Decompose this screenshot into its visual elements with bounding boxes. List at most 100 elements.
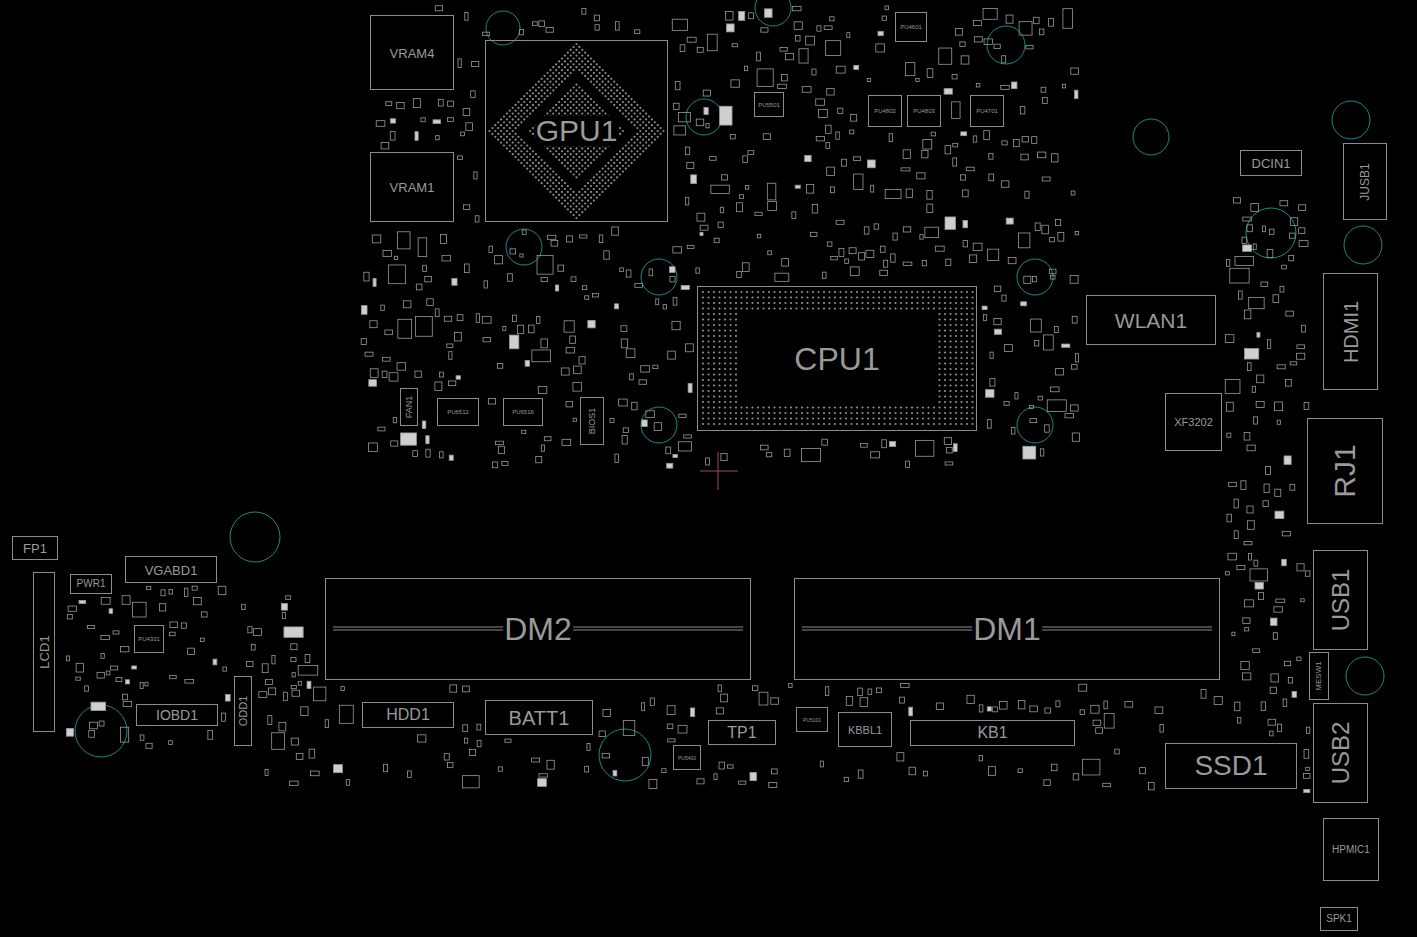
pad [625, 110, 627, 112]
pad [878, 417, 880, 419]
smd-part [987, 249, 998, 260]
pad [648, 115, 650, 117]
pad [955, 346, 957, 348]
smd-part [398, 232, 411, 249]
pad [526, 150, 528, 152]
pad [500, 124, 502, 126]
pad [823, 417, 825, 419]
pad [564, 200, 566, 202]
pad [567, 197, 569, 199]
pad [938, 329, 940, 331]
smd-part [1045, 425, 1050, 432]
pad [570, 101, 572, 103]
pad [662, 130, 664, 132]
pad [839, 302, 841, 304]
pad [515, 127, 517, 129]
smd-part [1243, 618, 1250, 624]
smd-part [376, 121, 385, 127]
pad [575, 55, 577, 57]
pad [883, 291, 885, 293]
pad [724, 346, 726, 348]
pad [856, 302, 858, 304]
pad [497, 127, 499, 129]
smd-part [836, 66, 845, 73]
pad [538, 81, 540, 83]
pad [633, 113, 635, 115]
pad [746, 296, 748, 298]
smd-part [994, 318, 1001, 324]
pad [971, 351, 973, 353]
pad [817, 307, 819, 309]
pad [735, 373, 737, 375]
pad [707, 357, 709, 359]
smd-part [836, 132, 839, 139]
pad [607, 168, 609, 170]
pad [561, 110, 563, 112]
pad [512, 142, 514, 144]
smd-part [604, 251, 609, 259]
smd-part [372, 235, 381, 243]
pad [960, 406, 962, 408]
smd-part [496, 441, 504, 444]
pad [801, 412, 803, 414]
pad [610, 176, 612, 178]
pad [834, 296, 836, 298]
smd-part [945, 462, 953, 465]
pad [790, 302, 792, 304]
pad [512, 113, 514, 115]
smd-part [610, 418, 614, 422]
pad [878, 291, 880, 293]
pad [625, 156, 627, 158]
pad [790, 296, 792, 298]
pad [773, 307, 775, 309]
pad [599, 171, 601, 173]
pad [850, 406, 852, 408]
pad [593, 153, 595, 155]
smd-part [836, 220, 844, 224]
pad [512, 130, 514, 132]
smd-part [1001, 181, 1009, 187]
pad [702, 329, 704, 331]
pad [570, 159, 572, 161]
pad [867, 412, 869, 414]
pad [707, 307, 709, 309]
pad [604, 176, 606, 178]
pad [570, 107, 572, 109]
smd-part [749, 13, 754, 19]
smd-part [1012, 428, 1015, 435]
pad [724, 318, 726, 320]
smd-part [1227, 433, 1231, 437]
pad [702, 406, 704, 408]
smd-part [1297, 564, 1304, 571]
pad [587, 147, 589, 149]
pad [639, 124, 641, 126]
pad [628, 147, 630, 149]
smd-part [737, 203, 743, 212]
pad [532, 173, 534, 175]
pad [828, 291, 830, 293]
pad [619, 127, 621, 129]
pad [555, 81, 557, 83]
pad [567, 92, 569, 94]
pad [596, 179, 598, 181]
smd-part [1049, 18, 1054, 26]
pad [599, 78, 601, 80]
smd-part [1238, 291, 1242, 299]
smd-part [623, 428, 628, 433]
pad [713, 357, 715, 359]
mounting-hole [641, 259, 677, 295]
smd-part [465, 12, 468, 20]
pad [645, 147, 647, 149]
pad [883, 417, 885, 419]
pad [812, 423, 814, 425]
smd-part [906, 189, 912, 197]
smd-part [1247, 225, 1253, 232]
smd-part [440, 235, 446, 244]
pad [639, 107, 641, 109]
smd-part [503, 327, 506, 331]
pad [613, 81, 615, 83]
smd-part [381, 143, 389, 149]
pad [636, 144, 638, 146]
smd-part [1275, 489, 1281, 496]
pad [724, 307, 726, 309]
